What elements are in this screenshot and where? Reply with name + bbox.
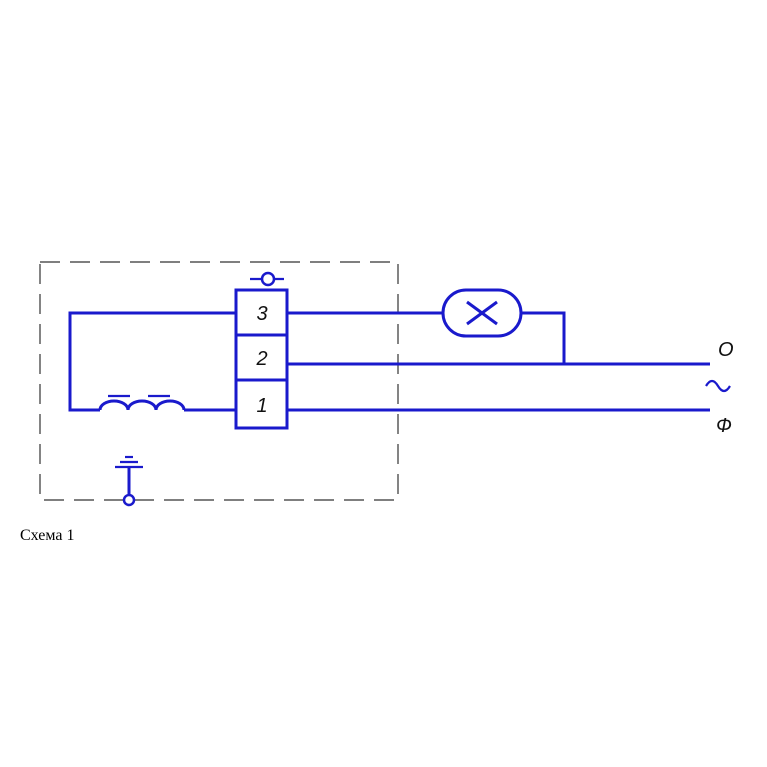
- lamp-icon: [441, 288, 523, 338]
- terminal-3-label: 3: [256, 303, 267, 325]
- phase-label: Ф: [716, 415, 732, 437]
- left-loop-wire: [68, 311, 236, 412]
- figure-caption: Схема 1: [20, 527, 75, 544]
- terminal-2-label: 2: [255, 348, 267, 370]
- neutral-label: O: [718, 339, 734, 361]
- top-contact-icon: [250, 271, 284, 287]
- ac-symbol-icon: [705, 379, 731, 393]
- ground-icon: [115, 455, 143, 507]
- terminal-block: 3 2 1: [234, 288, 289, 430]
- dashed-enclosure: [39, 261, 399, 501]
- terminal-1-label: 1: [256, 395, 267, 417]
- inductor-icon: [98, 394, 236, 412]
- wire-lamp-return: [521, 311, 566, 364]
